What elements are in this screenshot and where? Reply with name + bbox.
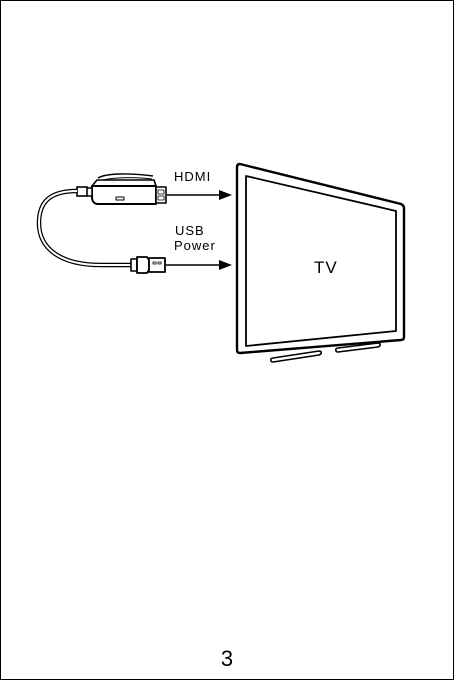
- usb-plug: [131, 257, 165, 273]
- usb-label: USB: [175, 223, 205, 238]
- tv-stand-left: [271, 351, 322, 362]
- page-number: 3: [1, 646, 453, 672]
- power-label: Power: [174, 238, 216, 253]
- usb-arrow: [166, 260, 232, 270]
- hdmi-dongle: [86, 174, 166, 204]
- tv-label: TV: [314, 258, 338, 277]
- hdmi-label: HDMI: [174, 169, 211, 184]
- hdmi-arrow: [167, 190, 232, 200]
